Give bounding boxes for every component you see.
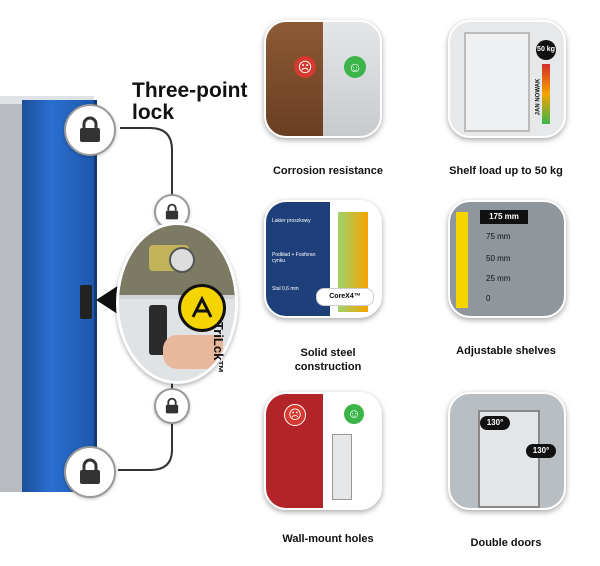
door-angle-right: 130° [526, 444, 556, 458]
tile-double-doors: 130° 130° [448, 392, 566, 510]
happy-face-icon: ☺ [344, 404, 364, 424]
steel-layer-2: Podkład + Fosforan cynku [272, 252, 316, 264]
sad-face-icon: ☹ [294, 56, 316, 78]
lock-heading: Three-point lock [132, 80, 292, 124]
shelf-level-75: 75 mm [486, 232, 511, 241]
tile-shelf-load: 50 kg JAN NOWAK [448, 20, 566, 138]
clean-shelf-image [323, 22, 380, 136]
corex-badge: CoreX4™ [316, 288, 374, 306]
handle-icon [149, 305, 167, 355]
mounted-cabinet-image [332, 434, 352, 500]
caption-wall-mount: Wall-mount holes [282, 533, 374, 545]
lock-icon-bottom [64, 446, 116, 498]
shelf-level-0: 0 [486, 294, 491, 303]
caption-shelf-load: Shelf load up to 50 kg [449, 165, 563, 177]
steel-layer-3: Stal 0,6 mm [272, 286, 299, 292]
trilock-label: TriLck™ [211, 322, 226, 374]
door-angle-left: 130° [480, 416, 510, 430]
caption-double-doors: Double doors [470, 537, 542, 549]
shelf-level-25: 25 mm [486, 274, 511, 283]
lock-heading-line2: lock [132, 101, 175, 124]
cabinet-handle [80, 285, 92, 319]
lock-heading-line1: Three-point [132, 79, 248, 102]
cabinet-shelves-image [464, 32, 530, 132]
shelf-level-50: 50 mm [486, 254, 511, 263]
tile-solid-steel: Lakier proszkowy Podkład + Fosforan cynk… [264, 200, 382, 318]
caption-solid-steel-line1: Solid steel [300, 347, 356, 359]
lock-icon-top [64, 104, 116, 156]
tile-adjustable-shelves: 175 mm 75 mm 50 mm 25 mm 0 [448, 200, 566, 318]
trilock-logo-icon [178, 284, 226, 332]
shelf-level-175: 175 mm [480, 210, 528, 224]
load-gauge [542, 64, 550, 124]
steel-layer-1: Lakier proszkowy [272, 218, 311, 224]
lock-icon-lower-mid [154, 388, 190, 424]
caption-solid-steel-line2: construction [294, 361, 362, 373]
brand-label: JAN NOWAK [535, 78, 542, 116]
tile-wall-mount: ☹ ☺ [264, 392, 382, 510]
rusty-shelf-image [266, 22, 323, 136]
lock-cylinder-icon [169, 247, 195, 273]
happy-face-icon: ☺ [344, 56, 366, 78]
tile-corrosion-resistance: ☹ ☺ [264, 20, 382, 138]
caption-adjustable-shelves: Adjustable shelves [456, 345, 556, 357]
sad-face-icon: ☹ [284, 404, 306, 426]
caption-corrosion: Corrosion resistance [272, 165, 384, 177]
load-badge: 50 kg [536, 40, 556, 60]
hand-icon [163, 335, 223, 369]
caption-solid-steel: Solid steel construction [248, 346, 408, 374]
shelf-arrow-icon [456, 212, 468, 308]
